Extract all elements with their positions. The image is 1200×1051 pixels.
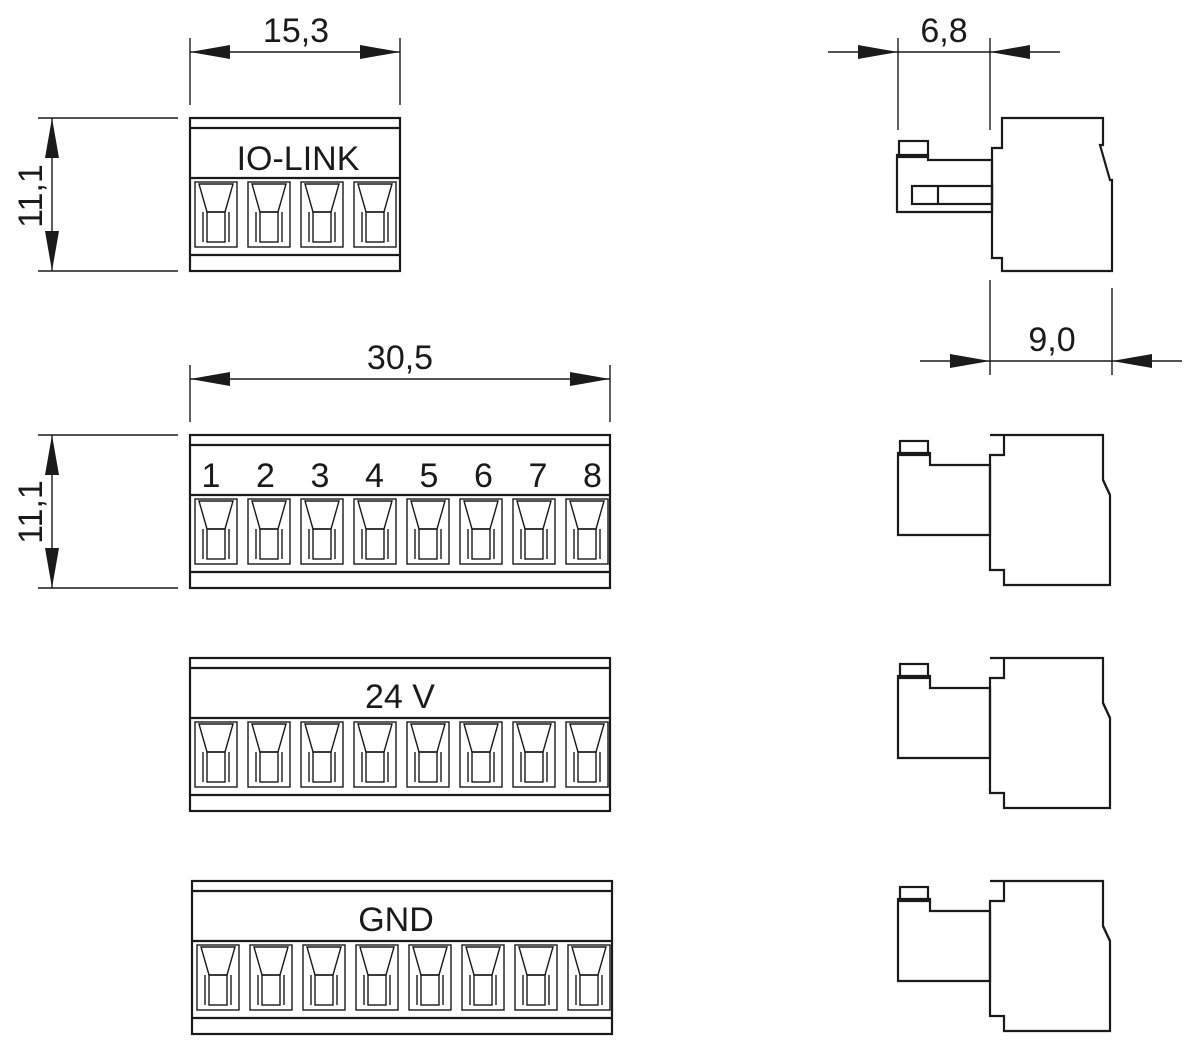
connector-gnd: GND [190, 879, 614, 1036]
pin-number: 7 [529, 457, 548, 495]
terminal-cell [194, 721, 238, 788]
terminal-cell [565, 498, 609, 565]
terminal-cell [406, 721, 450, 788]
dim-side-depth: 9,0 [920, 280, 1182, 375]
terminal-cell [196, 944, 240, 1011]
dim-height-8pin: 11,1 [12, 434, 178, 589]
terminal-cell [512, 498, 556, 565]
terminal-cell [300, 498, 344, 565]
pin-number: 8 [583, 457, 602, 495]
side-view-3 [896, 656, 1112, 810]
terminal-cell [408, 944, 452, 1011]
pin-number: 2 [256, 457, 275, 495]
terminal-cell [353, 181, 397, 248]
terminal-cell [249, 944, 293, 1011]
dim-height-4pin: 11,1 [12, 117, 178, 272]
terminal-cell [565, 721, 609, 788]
terminal-cell [514, 944, 558, 1011]
terminal-cell [353, 498, 397, 565]
pin-number: 6 [474, 457, 493, 495]
dim-height-8pin-label: 11,1 [12, 480, 50, 544]
dim-side-top: 6,8 [828, 12, 1060, 130]
pin-number: 5 [420, 457, 439, 495]
terminal-cell [247, 181, 291, 248]
24v-label: 24 V [365, 678, 435, 716]
terminal-cell [567, 944, 611, 1011]
terminal-cell [459, 721, 503, 788]
dim-side-depth-label: 9,0 [1028, 321, 1075, 359]
side-view-1 [895, 116, 1114, 273]
terminal-cell [194, 498, 238, 565]
side-view-2 [896, 433, 1112, 587]
terminal-cell [247, 721, 291, 788]
pin-number: 4 [365, 457, 384, 495]
terminal-cell [512, 721, 556, 788]
side-view-4 [896, 879, 1112, 1033]
terminal-cell [355, 944, 399, 1011]
terminal-cell [461, 944, 505, 1011]
terminal-cell [194, 181, 238, 248]
terminal-cell [247, 498, 291, 565]
connector-iolink: IO-LINK [188, 116, 402, 273]
dim-width-8pin-label: 30,5 [367, 339, 433, 377]
iolink-label: IO-LINK [237, 140, 360, 178]
terminal-cell [300, 721, 344, 788]
dim-side-top-label: 6,8 [920, 12, 967, 50]
gnd-label: GND [358, 901, 434, 939]
terminal-cell [302, 944, 346, 1011]
terminal-cell [353, 721, 397, 788]
connector-24v: 24 V [188, 656, 612, 813]
pin-number: 1 [202, 457, 221, 495]
dim-width-4pin-label: 15,3 [263, 12, 329, 50]
terminal-cell [459, 498, 503, 565]
terminal-cell [406, 498, 450, 565]
terminal-cell [300, 181, 344, 248]
dim-height-4pin-label: 11,1 [12, 164, 50, 228]
dim-width-8pin: 30,5 [189, 339, 611, 422]
dim-width-4pin: 15,3 [189, 12, 401, 105]
pin-number: 3 [311, 457, 330, 495]
